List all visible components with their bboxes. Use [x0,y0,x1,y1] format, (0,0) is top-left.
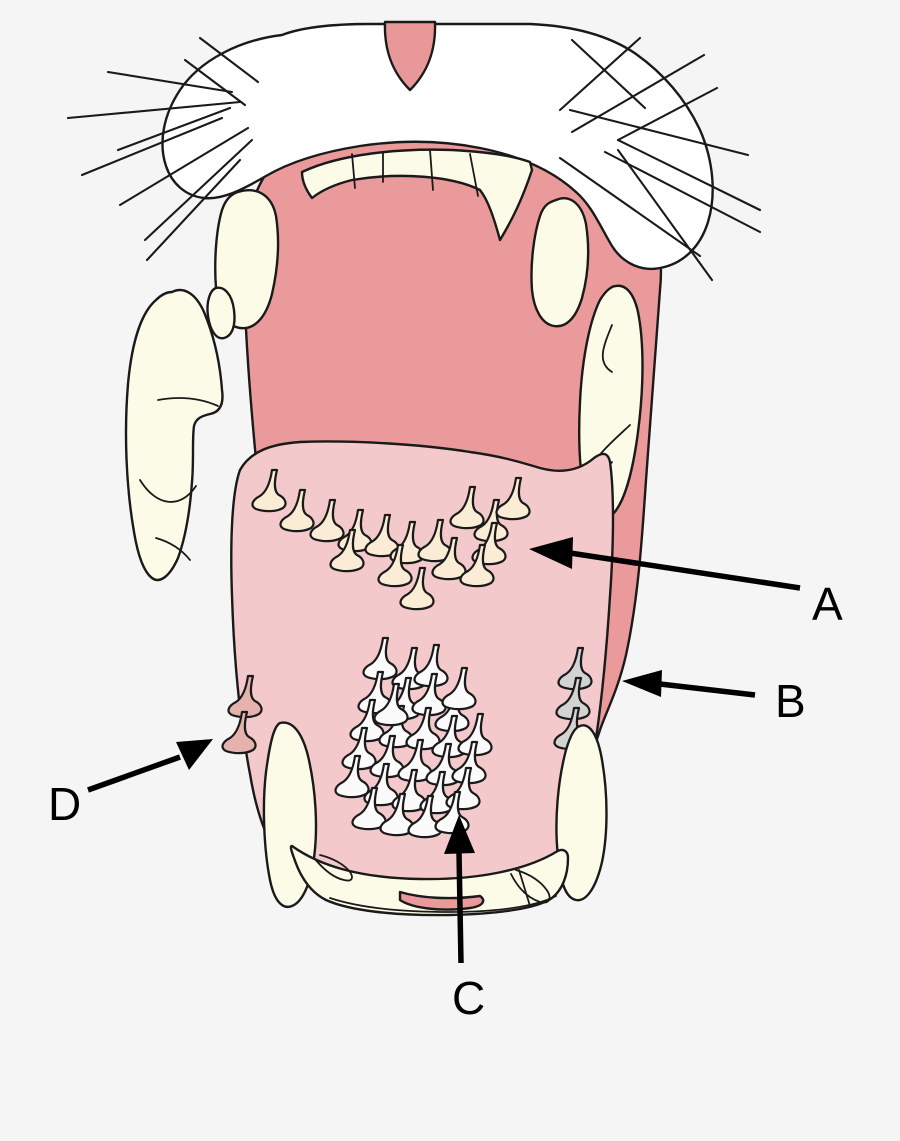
whiskers-left [66,36,260,262]
upper-lip-fur [161,22,714,271]
foliate-papillae-left [221,674,263,755]
upper-right-canine [530,197,590,328]
lower-incisors [289,844,570,917]
label-arrow-a [529,537,801,591]
label-arrow-d [87,739,213,793]
upper-left-canine [214,189,280,330]
label-b: B [775,675,806,727]
upper-left-premolar [206,286,236,340]
nose-tip [383,20,437,92]
upper-incisors [300,148,534,242]
fungiform-papillae-band [251,468,531,611]
label-c: C [452,972,485,1024]
label-arrow-c [444,815,475,964]
left-molar-row [124,288,224,582]
filiform-papillae-cluster [334,636,493,839]
whiskers-right [558,36,762,282]
label-a: A [812,578,843,630]
label-arrow-b [622,670,756,698]
label-d: D [48,778,81,830]
